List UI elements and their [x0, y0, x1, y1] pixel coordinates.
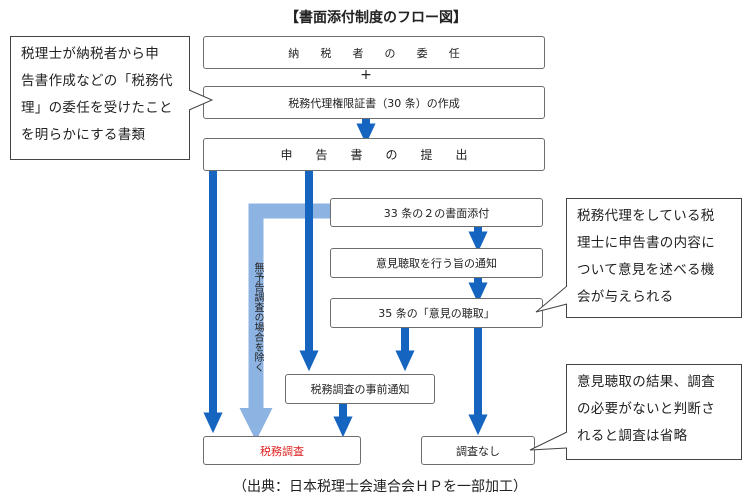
callout-line: 理」の委任を受けたこと	[21, 100, 173, 116]
box-hearing: 35 条の「意見の聴取」	[330, 298, 543, 328]
box-certificate: 税務代理権限証書（30 条）の作成	[203, 86, 545, 119]
callout-line: 理士に申告書の内容に	[577, 235, 715, 251]
box-entrust: 納 税 者 の 委 任	[203, 36, 545, 69]
box-prior-notice: 税務調査の事前通知	[285, 374, 435, 404]
callout-line: 意見聴取の結果、調査	[577, 374, 715, 390]
source-caption: （出典：日本税理士会連合会ＨＰを一部加工）	[233, 479, 527, 495]
box-no-audit: 調査なし	[421, 436, 535, 465]
callout-line: を明らかにする書類	[21, 127, 146, 143]
callout-line: 税務代理をしている税	[577, 208, 715, 224]
plus-sign: +	[360, 67, 372, 83]
callout-line: 税理士が納税者から申	[21, 46, 159, 62]
callout-certificate-explanation: 税理士が納税者から申 告書作成などの「税務代 理」の委任を受けたこと を明らかに…	[10, 36, 190, 160]
callout-line: れると調査は省略	[577, 428, 688, 444]
box-audit: 税務調査	[203, 436, 361, 465]
box-attachment: 33 条の２の書面添付	[330, 198, 543, 227]
box-notice-hearing: 意見聴取を行う旨の通知	[330, 248, 543, 278]
callout-line: 会が与えられる	[577, 289, 674, 305]
callout-hearing-explanation: 税務代理をしている税 理士に申告書の内容に ついて意見を述べる機 会が与えられる	[566, 198, 742, 318]
box-filing: 申 告 書 の 提 出	[203, 138, 545, 171]
callout-line: 告書作成などの「税務代	[21, 73, 173, 89]
diagram-title: 【書面添付制度のフロー図】	[285, 10, 467, 26]
callout-line: の必要がないと判断さ	[577, 401, 715, 417]
bypass-label: 無予告調査の場合を除く	[252, 262, 263, 372]
callout-no-audit-explanation: 意見聴取の結果、調査 の必要がないと判断さ れると調査は省略	[566, 364, 742, 460]
callout-line: ついて意見を述べる機	[577, 262, 715, 278]
